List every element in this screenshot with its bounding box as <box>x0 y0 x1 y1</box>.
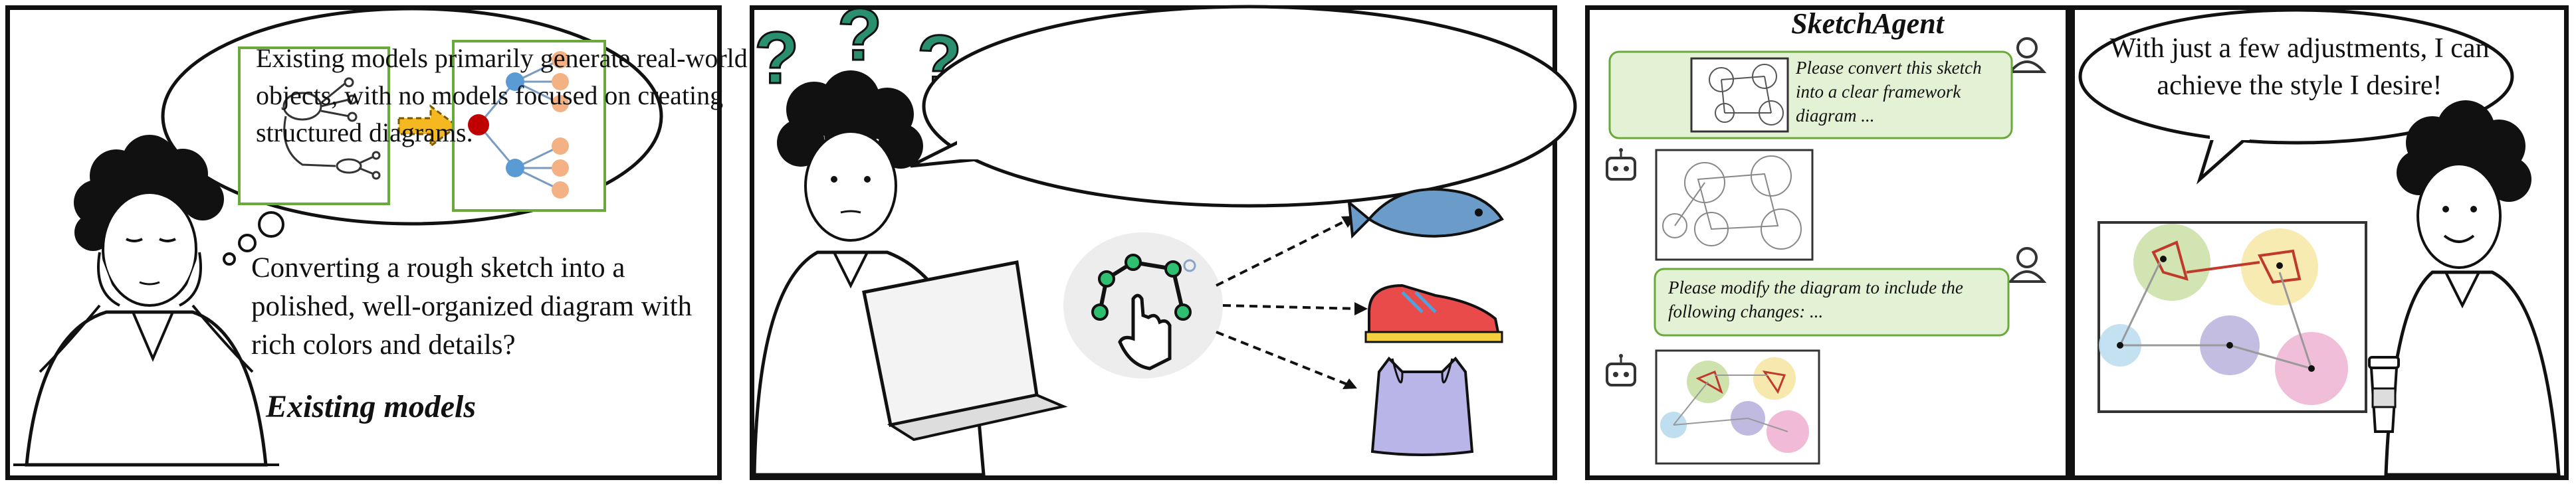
fish-icon <box>1347 188 1504 239</box>
robot-icon <box>1606 354 1636 386</box>
user-message-1: Please convert this sketch into a clear … <box>1796 58 1982 126</box>
bot-output-sketch <box>1655 149 1814 261</box>
svg-text:?: ? <box>754 17 799 99</box>
thought-dot <box>223 252 236 266</box>
coffee-cup-icon <box>2368 356 2400 433</box>
plastic-bag-icon <box>1370 356 1474 456</box>
thinking-person <box>13 135 279 467</box>
result-diagram-edges <box>2151 240 2302 284</box>
thought-dot <box>258 211 284 238</box>
rough-sketch-frame <box>238 46 390 205</box>
panel2-speech: Existing models primarily generate real-… <box>256 43 748 147</box>
speech-tail <box>2196 135 2248 185</box>
leaf-nodes <box>552 51 569 199</box>
transform-arrow <box>397 104 459 148</box>
thought-dot <box>238 234 257 252</box>
panel4-speech: With just a few adjustments, I can achie… <box>2109 33 2490 101</box>
laptop-icon <box>862 260 1068 442</box>
output-arrows <box>1216 218 1360 386</box>
sketch-thumbnail <box>1690 57 1789 133</box>
happy-person <box>2384 100 2561 477</box>
panel1-caption: Converting a rough sketch into a polishe… <box>251 252 693 361</box>
speech-bubble <box>922 5 1577 208</box>
robot-icon <box>1606 148 1636 181</box>
sketch-hand-icon <box>1063 232 1223 378</box>
user-icon <box>2007 247 2047 283</box>
sneaker-icon <box>1364 284 1503 343</box>
user-message-2: Please modify the diagram to include the… <box>1668 278 1963 321</box>
branch-node <box>506 72 524 91</box>
existing-models-label: Existing models <box>266 389 477 424</box>
user-icon <box>2007 37 2047 73</box>
user-message-bubble <box>1654 268 2010 337</box>
root-node <box>468 114 489 135</box>
branch-node <box>506 159 524 177</box>
svg-text:?: ? <box>837 0 882 76</box>
speech-bubble <box>2078 8 2514 145</box>
sketchagent-title: SketchAgent <box>1791 7 1944 40</box>
rough-sketch-drawing <box>282 77 381 180</box>
